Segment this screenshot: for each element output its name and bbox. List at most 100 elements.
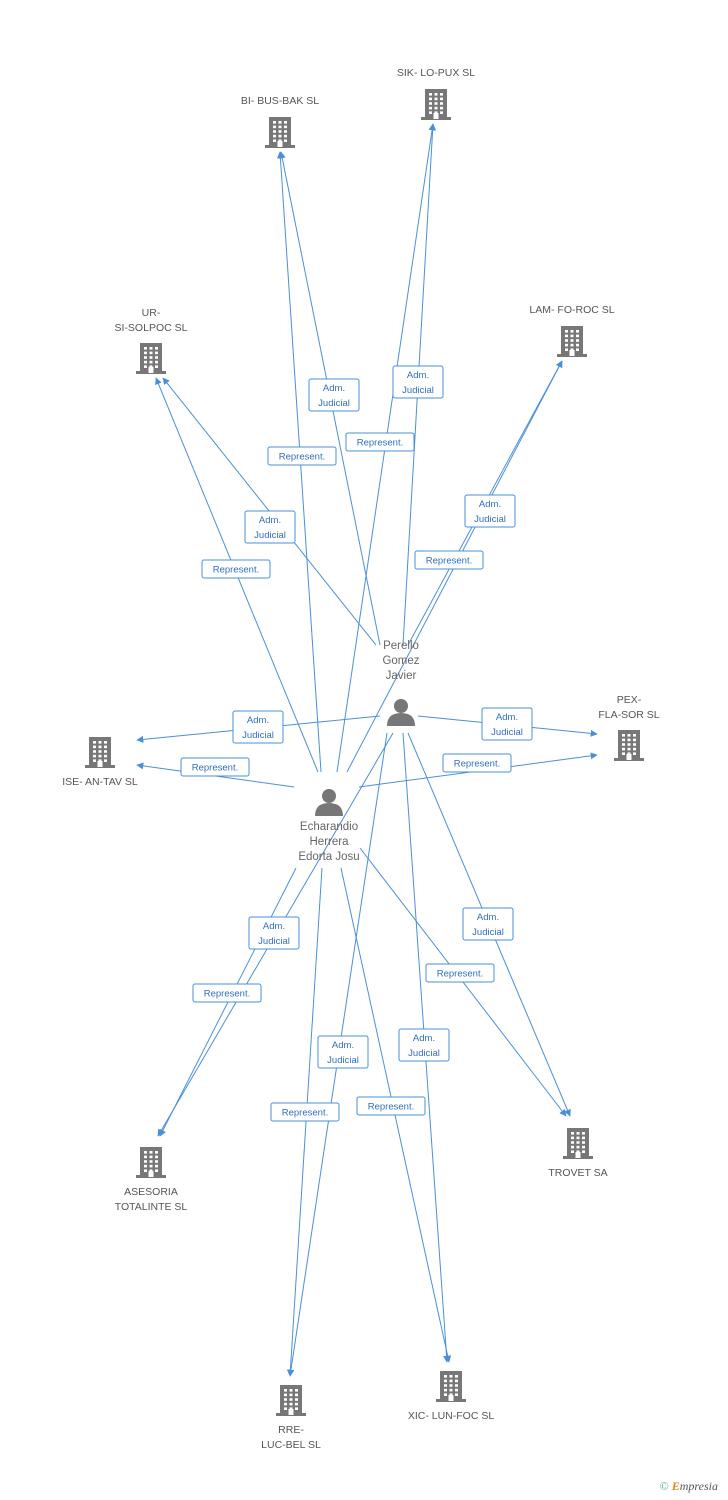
edge-label-text: Adm. [323, 383, 345, 394]
edge-label-box [425, 963, 495, 983]
nodes-layer: BI- BUS-BAK SL SIK- LO-PUX SL UR-SI-SOLPOC… [62, 67, 660, 1451]
edge-label-box [481, 707, 533, 741]
building-icon [421, 89, 451, 120]
edge-label-box [270, 1102, 340, 1122]
edge-label-text: Represent. [368, 1102, 414, 1113]
edge-label-p1-c5[interactable]: Adm.Judicial [232, 710, 284, 744]
edge-label-box [442, 753, 512, 773]
edge-label-text: Judicial [408, 1048, 440, 1059]
person-icon [387, 699, 415, 726]
edge-label-text: Represent. [279, 452, 325, 463]
building-icon [614, 730, 644, 761]
node-label: LUC-BEL SL [261, 1439, 321, 1451]
company-node[interactable]: RRE- LUC-BEL SL [261, 1385, 321, 1451]
company-node[interactable]: BI- BUS-BAK SL [241, 95, 319, 148]
edge-label-text: Adm. [407, 370, 429, 381]
edge-label-p2-c2[interactable]: Represent. [345, 432, 415, 452]
edge-label-p1-c8[interactable]: Adm. Judicial [462, 907, 514, 941]
company-node[interactable]: XIC- LUN-FOC SL [408, 1371, 495, 1422]
building-icon [436, 1371, 466, 1402]
edge-label-box [308, 378, 360, 412]
company-node[interactable]: PEX- FLA-SOR SL [598, 694, 660, 761]
node-label: Herrera [310, 836, 350, 848]
node-label: UR- [142, 307, 161, 319]
edge-label-p2-c8[interactable]: Represent. [425, 963, 495, 983]
edge-label-text: Adm. [263, 921, 285, 932]
edges-layer [136, 123, 598, 1377]
edge-label-box [232, 710, 284, 744]
node-label: PEX- [617, 694, 642, 706]
edge-label-text: Judicial [402, 385, 434, 396]
edge-label-text: Adm. [259, 515, 281, 526]
node-label: SIK- LO-PUX SL [397, 67, 475, 79]
edge-label-box [180, 757, 250, 777]
company-node[interactable]: ASESORIA TOTALINTE SL [115, 1147, 188, 1213]
company-node[interactable]: SIK- LO-PUX SL [397, 67, 475, 120]
edge-label-text: Judicial [474, 514, 506, 525]
company-node[interactable]: LAM- FO-ROC SL [529, 304, 615, 357]
edge-label-box [345, 432, 415, 452]
edge-label-box [192, 983, 262, 1003]
edge-label-p2-c6[interactable]: Represent. [442, 753, 512, 773]
node-label: TOTALINTE SL [115, 1201, 188, 1213]
edge-label-text: Judicial [472, 927, 504, 938]
edge-label-p1-c1[interactable]: Adm.Judicial [308, 378, 360, 412]
edge-label-p2-c7[interactable]: Represent. [192, 983, 262, 1003]
edge-label-p2-c10[interactable]: Represent. [356, 1096, 426, 1116]
edge-label-text: Represent. [357, 438, 403, 449]
edge-label-box [462, 907, 514, 941]
edge-label-text: Adm. [477, 912, 499, 923]
company-node[interactable]: UR-SI-SOLPOC SL [115, 307, 188, 374]
edge-label-p1-c9[interactable]: Adm.Judicial [317, 1035, 369, 1069]
edge-label-box [201, 559, 271, 579]
copyright-symbol: © [659, 1479, 669, 1493]
footer-brand: ©Empresia [660, 1479, 718, 1494]
edge-label-box [267, 446, 337, 466]
node-label: Echarandio [300, 821, 358, 833]
edge-label-text: Adm. [413, 1033, 435, 1044]
edge-label-p2-c5[interactable]: Represent. [180, 757, 250, 777]
edge-label-p2-c4[interactable]: Represent. [414, 550, 484, 570]
edge-label-p1-c3[interactable]: Adm.Judicial [244, 510, 296, 544]
company-node[interactable]: TROVET SA [548, 1128, 608, 1179]
brand-initial: E [671, 1479, 680, 1493]
node-label: LAM- FO-ROC SL [529, 304, 614, 316]
edge-labels-layer: Adm.JudicialRepresent.Adm.JudicialRepres… [180, 365, 533, 1122]
node-label: Gomez [382, 655, 419, 667]
edge-label-p2-c9[interactable]: Represent. [270, 1102, 340, 1122]
building-icon [276, 1385, 306, 1416]
edge-label-text: Judicial [491, 727, 523, 738]
node-label: FLA-SOR SL [598, 709, 659, 721]
edge-label-p1-c2[interactable]: Adm. Judicial [392, 365, 444, 399]
edge-label-box [398, 1028, 450, 1062]
edge-label-p1-c10[interactable]: Adm. Judicial [398, 1028, 450, 1062]
company-node[interactable]: ISE- AN-TAV SL [62, 737, 138, 788]
edge-label-text: Judicial [327, 1055, 359, 1066]
edge-label-box [464, 494, 516, 528]
node-label: RRE- [278, 1424, 304, 1436]
edge-label-text: Represent. [213, 565, 259, 576]
edge-label-text: Adm. [496, 712, 518, 723]
edge-label-p1-c7[interactable]: Adm. Judicial [248, 916, 300, 950]
node-label: BI- BUS-BAK SL [241, 95, 319, 107]
edge-label-p2-c3[interactable]: Represent. [201, 559, 271, 579]
edge-label-p1-c4[interactable]: Adm.Judicial [464, 494, 516, 528]
node-label: ASESORIA [124, 1186, 178, 1198]
edge-label-text: Represent. [282, 1108, 328, 1119]
edge-label-text: Judicial [258, 936, 290, 947]
building-icon [563, 1128, 593, 1159]
building-icon [85, 737, 115, 768]
edge-label-p1-c6[interactable]: Adm. Judicial [481, 707, 533, 741]
node-label: TROVET SA [548, 1167, 607, 1179]
edge-label-text: Represent. [204, 989, 250, 1000]
edge-label-box [244, 510, 296, 544]
person-icon [315, 789, 343, 816]
node-label: Javier [386, 670, 417, 682]
building-icon [136, 1147, 166, 1178]
edge-label-p2-c1[interactable]: Represent. [267, 446, 337, 466]
node-label: XIC- LUN-FOC SL [408, 1410, 495, 1422]
brand-name: mpresia [679, 1479, 718, 1493]
